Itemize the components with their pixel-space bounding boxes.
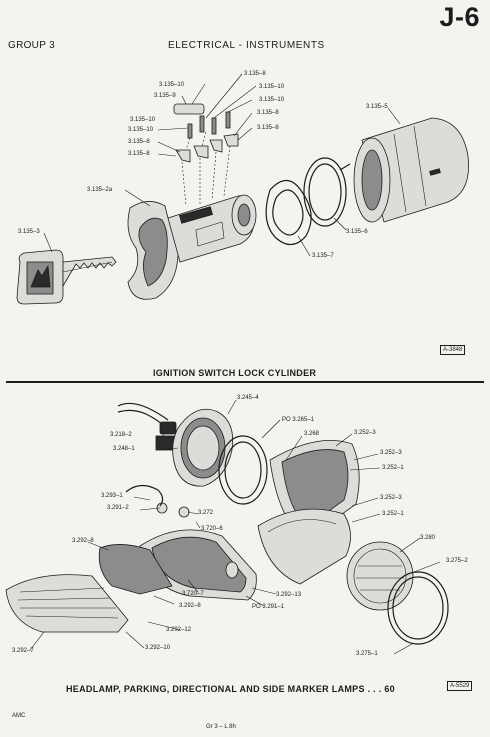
gasket-illustration (265, 179, 312, 246)
callout-3265-1: PO 3.265–1 (282, 417, 315, 423)
callout-3720-6: 3.720–6 (201, 526, 223, 532)
ignition-leader-lines (43, 73, 401, 257)
callout-3280: 3.280 (420, 535, 436, 541)
key-illustration (16, 249, 117, 305)
headlamp-assembly-drawing (5, 399, 449, 655)
callout-3252-1: 3.252–1 (382, 465, 404, 471)
retainer-ring-illustration (303, 157, 351, 227)
figure-reference: A-5529 (447, 681, 473, 691)
headlamp-adjusting-ring (218, 435, 268, 505)
callout-3720-7: 3.720–7 (182, 591, 204, 597)
callout-3275-1: 3.275–1 (356, 651, 378, 657)
callout-3293-1: 3.293–1 (101, 493, 123, 499)
bulb-illustration-2 (178, 506, 190, 518)
sleeve-illustration (353, 117, 469, 223)
lock-cylinder-illustration (127, 194, 257, 300)
callout-3218-2: 3.218–2 (110, 432, 132, 438)
section-title: ELECTRICAL - INSTRUMENTS (168, 40, 325, 51)
callout-3135-10: 3.135–10 (159, 82, 185, 88)
lamp-housing-illustration (257, 440, 360, 585)
callout-3135-7: 3.135–7 (312, 253, 334, 259)
page-number: J-6 (439, 2, 480, 32)
wiring-connector-illustration (117, 402, 177, 451)
callout-3291-1: PO 3.291–1 (252, 604, 285, 610)
callout-3135-2a: 3.135–2a (87, 187, 113, 193)
callout-3252-3: 3.252–3 (380, 495, 402, 501)
headlamp-mounting-ring (172, 408, 234, 487)
callout-3252-3: 3.252–3 (380, 450, 402, 456)
callout-3291-2: 3.291–2 (107, 505, 129, 511)
callout-3272: 3.272 (198, 510, 214, 516)
parking-lamp-lens-illustration (5, 544, 173, 633)
callout-3252-1: 3.252–1 (382, 511, 404, 517)
footer-center: Gr 3 – L 8h (206, 724, 236, 730)
callout-3135-9: 3.135–9 (154, 93, 176, 99)
retaining-ring-illustration (387, 571, 449, 645)
callout-3292-8: 3.292–8 (179, 603, 201, 609)
callout-3292-8: 3.292–8 (72, 538, 94, 544)
group-label: GROUP 3 (8, 40, 55, 51)
figure-reference: A-3848 (440, 345, 466, 355)
headlamp-leader-lines (29, 399, 441, 655)
callout-3252-3: 3.252–3 (354, 430, 376, 436)
callout-3135-10: 3.135–10 (130, 117, 156, 123)
callout-3135-8: 3.135–8 (128, 139, 150, 145)
callout-3135-5: 3.135–5 (366, 104, 388, 110)
callout-3292-13: 3.292–13 (276, 592, 302, 598)
figure-caption: IGNITION SWITCH LOCK CYLINDER (153, 368, 317, 378)
callout-3248-1: 3.248–1 (113, 446, 135, 452)
footer-left: AMC (12, 713, 26, 719)
callout-3135-10: 3.135–10 (259, 84, 285, 90)
callout-3245-4: 3.245–4 (237, 395, 259, 401)
callout-3135-3: 3.135–3 (18, 229, 40, 235)
figure-caption: HEADLAMP, PARKING, DIRECTIONAL AND SIDE … (66, 684, 395, 694)
callout-3268: 3.268 (304, 431, 320, 437)
section-divider (6, 381, 484, 383)
callout-3292-7: 3.292–7 (12, 648, 34, 654)
tumbler-wafers-springs (173, 103, 239, 207)
callout-3135-6: 3.135–6 (346, 229, 368, 235)
callout-3292-12: 3.292–12 (166, 627, 192, 633)
side-marker-socket (125, 484, 164, 507)
callout-3135-10: 3.135–10 (128, 127, 154, 133)
callout-3135-8: 3.135–8 (257, 125, 279, 131)
callout-3135-8: 3.135–8 (257, 110, 279, 116)
callout-3275-2: 3.275–2 (446, 558, 468, 564)
callout-3135-8: 3.135–8 (128, 151, 150, 157)
callout-3135-10: 3.135–10 (259, 97, 285, 103)
ignition-lock-cylinder-drawing (16, 73, 469, 305)
callout-3135-8: 3.135–8 (244, 71, 266, 77)
callout-3292-10: 3.292–10 (145, 645, 171, 651)
